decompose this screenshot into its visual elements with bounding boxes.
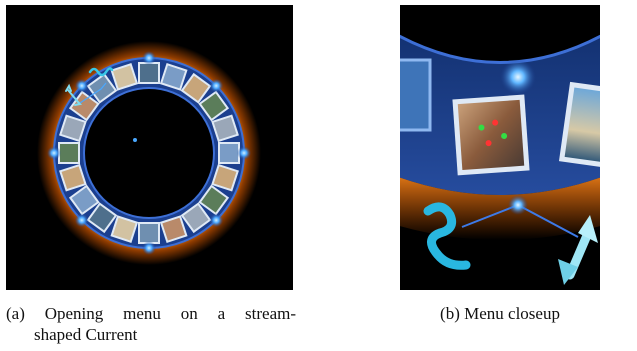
photo-thumbnail <box>159 215 188 243</box>
photo-thumbnail <box>59 114 87 143</box>
ring-node <box>209 213 224 228</box>
ring-node <box>142 241 156 255</box>
ring-node <box>142 51 156 65</box>
photo-thumbnail <box>159 63 188 91</box>
photo-thumbnail <box>110 215 139 243</box>
photo-thumbnail <box>198 184 230 216</box>
thumbnail-ring <box>58 62 240 244</box>
double-arrow-icon <box>65 83 83 106</box>
photo-thumbnail <box>211 114 239 143</box>
ring-node <box>209 78 224 93</box>
photo-thumbnail <box>68 90 100 122</box>
ring-nodes <box>47 51 251 255</box>
photo-thumbnail <box>138 222 160 244</box>
double-arrow-icon <box>558 215 598 285</box>
caption-panel-b: (b) Menu closeup <box>400 303 600 324</box>
caption-a-text-line2: shaped Current <box>34 325 138 344</box>
photo-thumbnail <box>198 90 230 122</box>
photo-thumbnail <box>110 63 139 91</box>
caption-panel-a: (a) Opening menu on a stream- shaped Cur… <box>6 303 296 345</box>
ring-node-top <box>500 59 536 95</box>
photo-thumbnail <box>180 72 212 104</box>
photo-thumbnail-right <box>558 81 600 170</box>
caption-b-label: (b) <box>440 304 460 323</box>
panel-a-ring-menu <box>6 5 293 290</box>
panel-b-closeup <box>400 5 600 290</box>
photo-thumbnail <box>58 142 80 164</box>
ring-menu-figure <box>37 41 261 265</box>
photo-thumbnail <box>59 163 87 192</box>
ring-node <box>47 146 61 160</box>
photo-thumbnail <box>180 202 212 234</box>
ring-node <box>237 146 251 160</box>
menu-closeup-figure <box>400 34 600 285</box>
ring-node <box>74 78 89 93</box>
squiggle-icon <box>423 202 471 270</box>
center-dot <box>133 138 137 142</box>
caption-a-text-line1: Opening menu on a stream- <box>44 304 296 323</box>
photo-thumbnail <box>68 184 100 216</box>
photo-thumbnail <box>138 62 160 84</box>
ring-edge-closeup <box>400 34 600 64</box>
photo-thumbnail-left <box>400 58 432 132</box>
caption-a-line1: (a) Opening menu on a stream- <box>6 303 296 324</box>
squiggle-icon <box>88 67 114 77</box>
photo-thumbnail-center <box>452 94 530 176</box>
ring-node-bottom <box>508 195 528 215</box>
caption-b-text: Menu closeup <box>464 304 560 323</box>
caption-a-label: (a) <box>6 304 25 323</box>
ring-inner-edge <box>83 87 215 219</box>
ring-node <box>74 213 89 228</box>
photo-thumbnail <box>218 142 240 164</box>
photo-thumbnail <box>86 202 118 234</box>
connector-lines <box>79 82 107 104</box>
photo-thumbnail <box>211 163 239 192</box>
